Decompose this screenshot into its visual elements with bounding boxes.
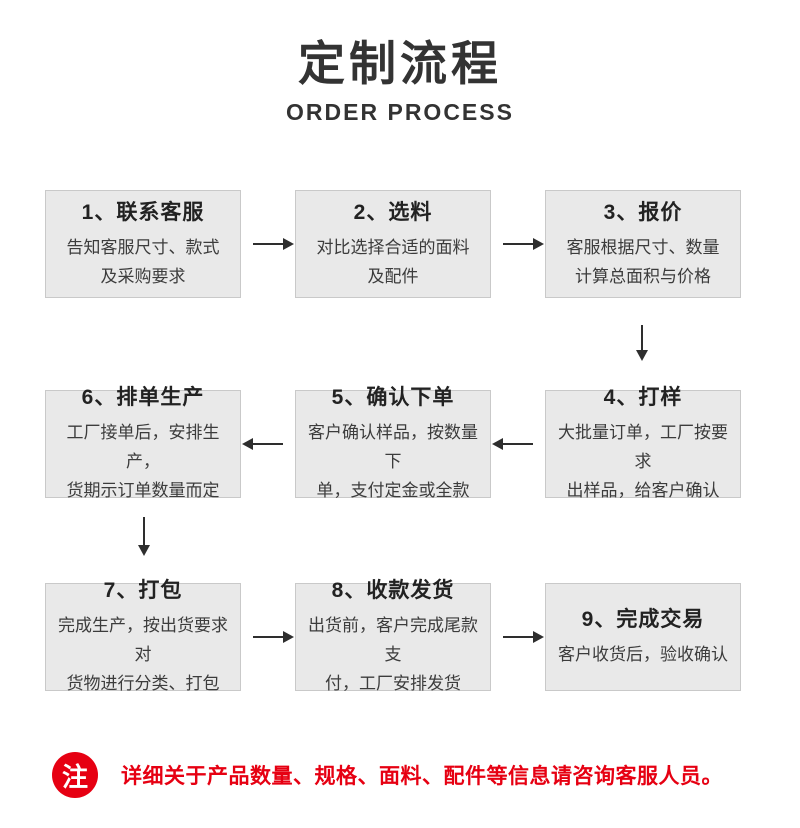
order-process-flow: 1、联系客服 告知客服尺寸、款式 及采购要求 2、选料 对比选择合适的面料 及配… — [45, 190, 741, 693]
page-subtitle: ORDER PROCESS — [286, 99, 514, 125]
step-title: 9、完成交易 — [581, 608, 705, 631]
step-desc: 客服根据尺寸、数量 计算总面积与价格 — [566, 237, 720, 286]
step-desc: 工厂接单后，安排生产， 货期示订单数量而定 — [66, 423, 220, 500]
step-title: 5、确认下单 — [331, 386, 455, 409]
page-title: 定制流程 — [298, 37, 502, 90]
step-desc: 出货前，客户完成尾款支 付，工厂安排发货 — [308, 616, 478, 693]
note-row: 注 详细关于产品数量、规格、面料、配件等信息请咨询客服人员。 — [52, 752, 800, 798]
step-box-3: 3、报价 客服根据尺寸、数量 计算总面积与价格 — [545, 190, 741, 298]
step-title: 6、排单生产 — [81, 386, 205, 409]
arrow-left-icon — [242, 438, 283, 450]
flow-row-3: 7、打包 完成生产，按出货要求对 货物进行分类、打包 8、收款发货 出货前，客户… — [45, 579, 741, 693]
header: 定制流程 ORDER PROCESS — [0, 0, 800, 126]
step-box-5: 5、确认下单 客户确认样品，按数量下 单，支付定金或全款 — [295, 386, 491, 500]
step-desc: 大批量订单，工厂按要求 出样品，给客户确认 — [558, 423, 728, 500]
step-desc: 客户收货后，验收确认 — [558, 645, 728, 664]
note-text: 详细关于产品数量、规格、面料、配件等信息请咨询客服人员。 — [121, 765, 723, 788]
step-title: 2、选料 — [353, 200, 433, 224]
flow-connector-left — [45, 498, 741, 583]
step-title: 8、收款发货 — [331, 579, 455, 602]
arrow-right-icon — [503, 631, 544, 643]
step-title: 1、联系客服 — [81, 200, 205, 224]
arrow-down-icon — [138, 517, 150, 556]
arrow-down-icon — [636, 325, 648, 361]
step-title: 7、打包 — [103, 579, 183, 602]
step-desc: 完成生产，按出货要求对 货物进行分类、打包 — [58, 616, 228, 693]
step-title: 3、报价 — [603, 200, 683, 224]
arrow-right-icon — [253, 631, 294, 643]
step-desc: 客户确认样品，按数量下 单，支付定金或全款 — [308, 423, 478, 500]
flow-row-2: 6、排单生产 工厂接单后，安排生产， 货期示订单数量而定 5、确认下单 客户确认… — [45, 386, 741, 500]
step-title: 4、打样 — [603, 386, 683, 409]
arrow-right-icon — [503, 238, 544, 250]
arrow-left-icon — [492, 438, 533, 450]
arrow-right-icon — [253, 238, 294, 250]
step-box-8: 8、收款发货 出货前，客户完成尾款支 付，工厂安排发货 — [295, 579, 491, 693]
step-desc: 对比选择合适的面料 及配件 — [316, 237, 470, 286]
flow-row-1: 1、联系客服 告知客服尺寸、款式 及采购要求 2、选料 对比选择合适的面料 及配… — [45, 190, 741, 298]
step-box-4: 4、打样 大批量订单，工厂按要求 出样品，给客户确认 — [545, 386, 741, 500]
flow-connector-right — [45, 298, 741, 390]
step-box-6: 6、排单生产 工厂接单后，安排生产， 货期示订单数量而定 — [45, 386, 241, 500]
step-desc: 告知客服尺寸、款式 及采购要求 — [66, 237, 220, 286]
step-box-1: 1、联系客服 告知客服尺寸、款式 及采购要求 — [45, 190, 241, 298]
step-box-9: 9、完成交易 客户收货后，验收确认 — [545, 583, 741, 691]
note-badge: 注 — [52, 752, 98, 798]
step-box-2: 2、选料 对比选择合适的面料 及配件 — [295, 190, 491, 298]
step-box-7: 7、打包 完成生产，按出货要求对 货物进行分类、打包 — [45, 579, 241, 693]
